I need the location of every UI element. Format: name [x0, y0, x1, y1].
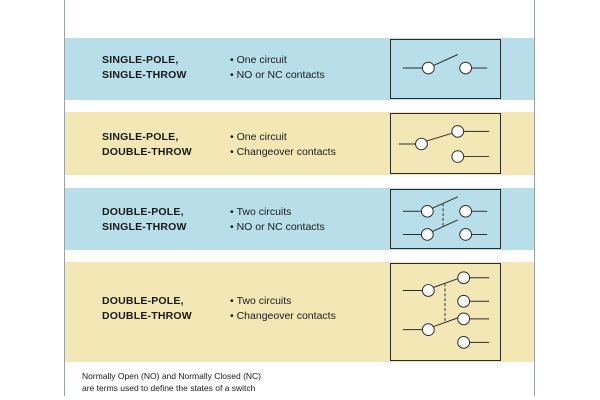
bullet-item: Two circuits	[230, 294, 380, 309]
dpst-switch-icon	[390, 189, 501, 249]
row-spst-title: SINGLE-POLE, SINGLE-THROW	[102, 53, 222, 83]
dpdt-switch-icon	[390, 263, 501, 361]
bullet-item: One circuit	[230, 130, 380, 145]
chart-frame	[64, 0, 535, 396]
row-dpst-bullets: Two circuits NO or NC contacts	[230, 205, 380, 235]
bullet-item: NO or NC contacts	[230, 220, 380, 235]
footnote-line-2: are terms used to define the states of a…	[82, 383, 256, 393]
footnote-line-1: Normally Open (NO) and Normally Closed (…	[82, 371, 262, 381]
title-line-1: DOUBLE-POLE,	[102, 206, 184, 218]
row-dpdt-bullets: Two circuits Changeover contacts	[230, 294, 380, 324]
title-line-2: DOUBLE-THROW	[102, 146, 192, 158]
title-line-2: DOUBLE-THROW	[102, 310, 192, 322]
bullet-item: NO or NC contacts	[230, 68, 380, 83]
spst-switch-icon	[390, 39, 501, 99]
bullet-item: Two circuits	[230, 205, 380, 220]
bullet-item: Changeover contacts	[230, 145, 380, 160]
row-dpdt-title: DOUBLE-POLE, DOUBLE-THROW	[102, 294, 222, 324]
row-spst-bullets: One circuit NO or NC contacts	[230, 53, 380, 83]
title-line-1: SINGLE-POLE,	[102, 54, 179, 66]
row-spdt-bullets: One circuit Changeover contacts	[230, 130, 380, 160]
bullet-item: One circuit	[230, 53, 380, 68]
bullet-item: Changeover contacts	[230, 309, 380, 324]
spdt-switch-icon	[390, 113, 501, 174]
footnote: Normally Open (NO) and Normally Closed (…	[82, 370, 342, 394]
title-line-2: SINGLE-THROW	[102, 221, 187, 233]
title-line-1: DOUBLE-POLE,	[102, 295, 184, 307]
row-spdt-title: SINGLE-POLE, DOUBLE-THROW	[102, 130, 222, 160]
row-dpst-title: DOUBLE-POLE, SINGLE-THROW	[102, 205, 222, 235]
title-line-1: SINGLE-POLE,	[102, 131, 179, 143]
title-line-2: SINGLE-THROW	[102, 69, 187, 81]
